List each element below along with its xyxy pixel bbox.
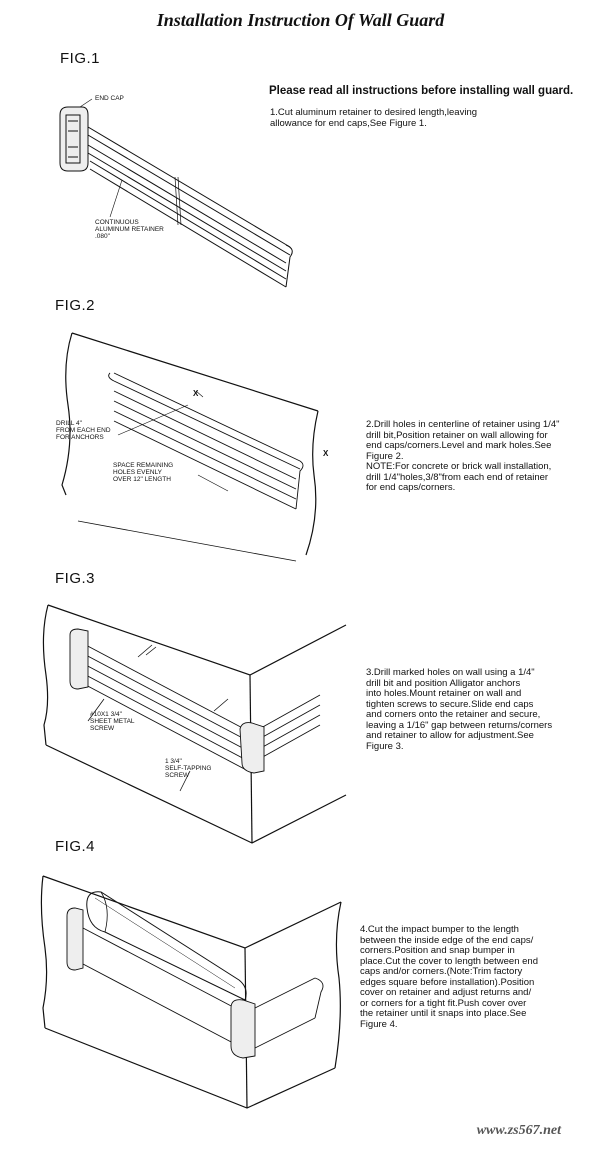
end-cap-label: END CAP — [95, 95, 124, 102]
fig1-illustration — [59, 98, 293, 288]
fig2-label: FIG.2 — [55, 297, 96, 314]
sheet-metal-screw-label: #10X1 3/4" SHEET METAL SCREW — [90, 711, 135, 732]
retainer-label: CONTINUOUS ALUMINUM RETAINER .080" — [95, 219, 164, 240]
fig3-label: FIG.3 — [55, 570, 96, 587]
step-1-text: 1.Cut aluminum retainer to desired lengt… — [270, 107, 478, 129]
step-3-text: 3.Drill marked holes on wall using a 1/4… — [366, 667, 553, 752]
fig1-label: FIG.1 — [60, 50, 101, 67]
fig4-illustration — [40, 875, 342, 1109]
footer-url: www.zs567.net — [476, 1123, 561, 1138]
self-tapping-screw-label: 1 3/4" SELF-TAPPING SCREW — [165, 758, 212, 779]
instructions-headline: Please read all instructions before inst… — [269, 85, 574, 97]
page-title: Installation Instruction Of Wall Guard — [156, 10, 445, 30]
hole-mark-2: X — [323, 449, 329, 458]
step-2-text: 2.Drill holes in centerline of retainer … — [366, 419, 560, 493]
fig2-illustration — [61, 332, 319, 562]
fig4-label: FIG.4 — [55, 838, 96, 855]
fig3-illustration — [42, 604, 347, 844]
drill-label: DRILL 4" FROM EACH END FOR ANCHORS — [56, 420, 111, 441]
hole-mark-1: X — [193, 389, 199, 398]
space-label: SPACE REMAINING HOLES EVENLY OVER 12" LE… — [113, 462, 174, 483]
step-4-text: 4.Cut the impact bumper to the length be… — [360, 924, 538, 1030]
